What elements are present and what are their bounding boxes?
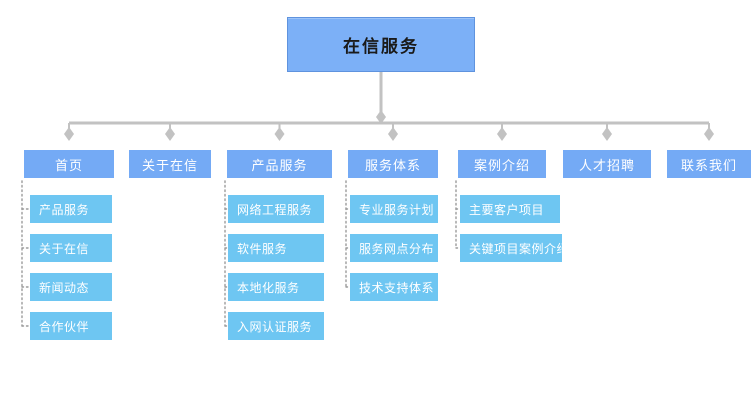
level1-node-label: 联系我们: [680, 158, 737, 174]
level2-node[interactable]: 软件服务: [228, 234, 324, 262]
level2-node[interactable]: 合作伙伴: [30, 312, 112, 340]
level2-node-label: 入网认证服务: [237, 319, 313, 334]
level1-node-label: 产品服务: [251, 158, 308, 174]
level2-node-label: 合作伙伴: [39, 319, 90, 334]
level2-node-label: 专业服务计划: [359, 202, 435, 217]
level1-node-label: 人才招聘: [578, 158, 635, 174]
level2-node[interactable]: 技术支持体系: [350, 273, 438, 301]
level1-node-label: 关于在信: [141, 158, 198, 174]
level2-node[interactable]: 服务网点分布: [350, 234, 438, 262]
level2-node[interactable]: 新闻动态: [30, 273, 112, 301]
level2-node[interactable]: 产品服务: [30, 195, 112, 223]
level2-node-label: 关于在信: [39, 241, 90, 256]
root-node-label: 在信服务: [343, 37, 419, 57]
level2-node-label: 软件服务: [237, 241, 288, 256]
level2-node-label: 网络工程服务: [237, 202, 313, 217]
level2-node-label: 技术支持体系: [359, 280, 435, 295]
level1-node[interactable]: 关于在信: [129, 150, 211, 178]
level1-node[interactable]: 首页: [24, 150, 114, 178]
level2-node[interactable]: 本地化服务: [228, 273, 324, 301]
level2-node-label: 本地化服务: [237, 280, 300, 295]
level2-node[interactable]: 关键项目案例介绍: [460, 234, 569, 262]
level1-node-label: 服务体系: [364, 158, 421, 174]
level1-node[interactable]: 人才招聘: [563, 150, 651, 178]
level2-node-label: 新闻动态: [39, 280, 90, 295]
level2-node[interactable]: 主要客户项目: [460, 195, 560, 223]
level2-node[interactable]: 专业服务计划: [350, 195, 438, 223]
level1-node[interactable]: 服务体系: [348, 150, 438, 178]
level2-node-label: 关键项目案例介绍: [469, 241, 570, 256]
level2-node[interactable]: 入网认证服务: [228, 312, 324, 340]
level2-node-label: 主要客户项目: [469, 202, 545, 217]
level1-node[interactable]: 产品服务: [227, 150, 332, 178]
level2-node-label: 产品服务: [39, 202, 90, 217]
level1-node[interactable]: 案例介绍: [458, 150, 546, 178]
level1-node-label: 案例介绍: [473, 158, 530, 174]
root-node[interactable]: 在信服务: [287, 17, 475, 72]
level2-node[interactable]: 关于在信: [30, 234, 112, 262]
level1-node[interactable]: 联系我们: [667, 150, 751, 178]
level1-node-label: 首页: [54, 158, 83, 174]
level2-node[interactable]: 网络工程服务: [228, 195, 324, 223]
level2-node-label: 服务网点分布: [359, 241, 435, 256]
